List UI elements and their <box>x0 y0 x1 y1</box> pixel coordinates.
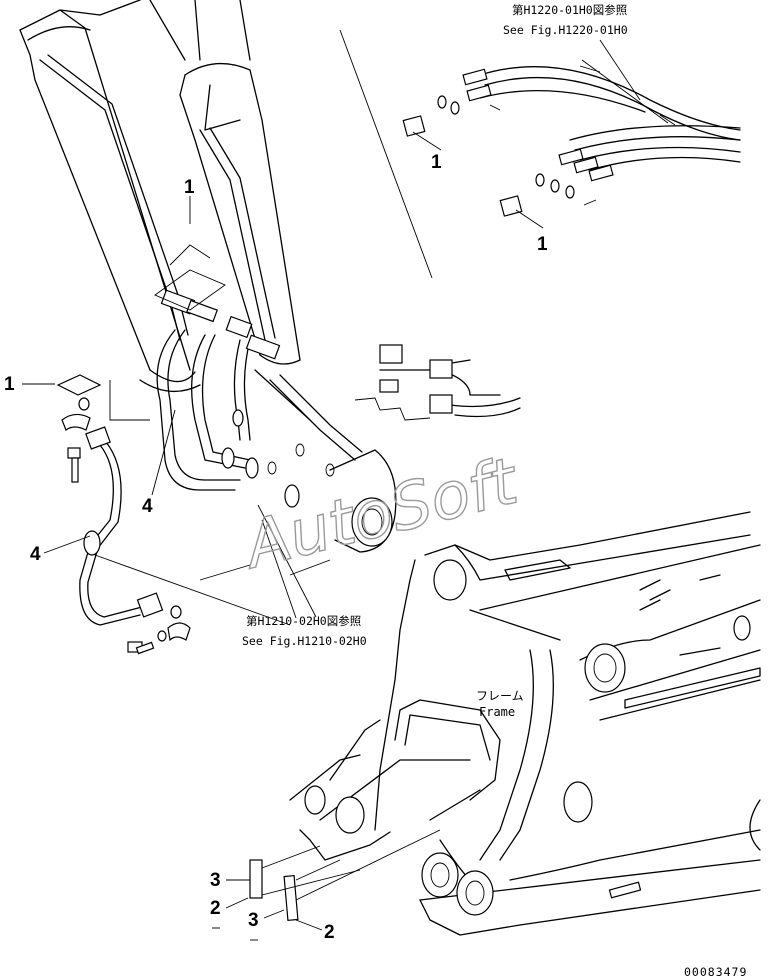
watermark-text: AutoSoft <box>235 444 527 584</box>
boom-cylinder-right <box>99 0 301 365</box>
callout-3-right: 3 <box>248 910 259 931</box>
flanges-center <box>221 409 335 508</box>
callout-1-center: 1 <box>184 177 195 198</box>
callout-4-center: 4 <box>142 496 153 517</box>
boom-cylinder-left <box>19 9 201 393</box>
ref-h1210-en: See Fig.H1210-02H0 <box>242 634 367 648</box>
leader-line-diagonal <box>339 29 433 279</box>
ref-h1210-jp: 第H1210-02H0図参照 <box>246 614 361 628</box>
callout-3-left: 3 <box>210 870 221 891</box>
cylinder-foot-pin <box>329 449 397 553</box>
callout-1-upper-right: 1 <box>431 152 442 173</box>
ref-h1220-jp: 第H1220-01H0図参照 <box>512 3 627 17</box>
hydraulic-pipes <box>39 54 521 491</box>
callout-leaders <box>22 39 669 931</box>
callout-2-left: 2 <box>210 898 221 919</box>
frame-label-jp: フレーム <box>476 689 524 703</box>
hose-item-4-left <box>56 374 291 655</box>
drawing-number: 00083479 <box>684 965 747 979</box>
pipe-clamps-center <box>154 244 453 414</box>
frame-label-en: Frame <box>479 705 515 719</box>
main-frame <box>289 511 761 936</box>
callout-1-left: 1 <box>4 374 15 395</box>
callout-2-right: 2 <box>324 922 335 943</box>
callout-1-lower-right: 1 <box>537 234 548 255</box>
ref-h1220-en: See Fig.H1220-01H0 <box>503 23 628 37</box>
callout-4-left: 4 <box>30 544 41 565</box>
hose-assembly-upper-right <box>402 65 741 217</box>
pins-items-2-3 <box>249 829 441 922</box>
